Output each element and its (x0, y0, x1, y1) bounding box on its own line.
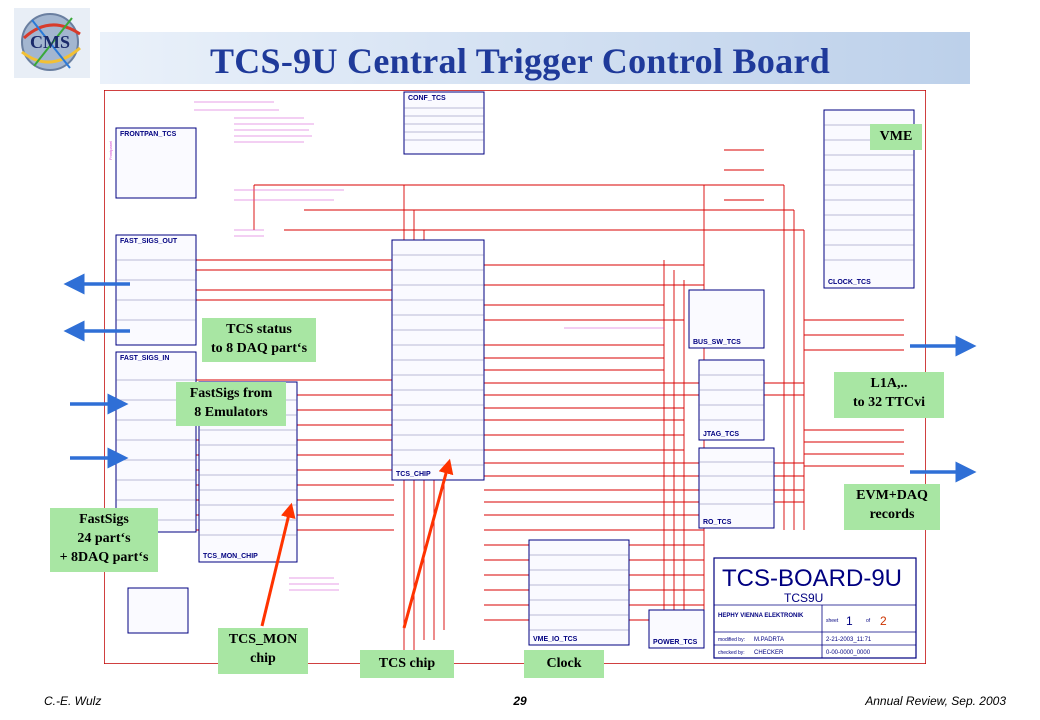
label-tcs-chip: TCS_CHIP (396, 471, 431, 478)
callout-evm-daq: EVM+DAQ records (844, 484, 940, 530)
svg-text:of: of (866, 618, 871, 624)
block-jtag (698, 359, 765, 441)
title-block: TCS-BOARD-9U TCS9U HEPHY VIENNA ELEKTRON… (713, 557, 917, 659)
callout-tcs-status-line-2: to 8 DAQ part‘s (210, 341, 308, 356)
footer-event: Annual Review, Sep. 2003 (865, 694, 1006, 708)
footer-page-number: 29 (513, 694, 527, 708)
label-bus-sw: BUS_SW_TCS (693, 339, 741, 346)
callout-l1a: L1A,.. to 32 TTCvi (834, 372, 944, 418)
svg-text:modified by:: modified by: (718, 637, 745, 643)
callout-fastsigs-emulators-line-1: FastSigs from (189, 386, 273, 401)
title-block-checked-date: 0-00-0000_0000 (826, 650, 871, 656)
schematic-diagram: Frontpanel (104, 90, 926, 664)
callout-evm-daq-line-2: records (869, 507, 915, 522)
svg-text:CMS: CMS (30, 32, 70, 52)
block-power (648, 609, 705, 649)
footer-author: C.-E. Wulz (44, 694, 102, 708)
label-fast-sigs-in: FAST_SIGS_IN (120, 355, 169, 362)
label-clock: VME_IO_TCS (533, 636, 578, 643)
title-block-name: TCS-BOARD-9U (722, 565, 902, 592)
title-block-checker: CHECKER (754, 650, 784, 656)
callout-l1a-line-1: L1A,.. (870, 376, 908, 391)
callout-clock-line-1: Clock (546, 656, 582, 671)
callout-tcs-chip-line-1: TCS chip (378, 656, 436, 671)
title-block-sheet: 1 (846, 614, 853, 628)
cms-logo: CMS (14, 8, 90, 78)
block-ro (698, 447, 775, 529)
callout-tcs-mon: TCS_MON chip (218, 628, 308, 674)
label-ro: RO_TCS (703, 519, 732, 526)
title-block-modified: M.PADRTA (754, 637, 784, 643)
callout-tcs-mon-line-2: chip (250, 651, 276, 666)
callout-fastsigs-emulators-line-2: 8 Emulators (194, 405, 268, 420)
callout-vme-line-1: VME (879, 129, 913, 144)
label-jtag: JTAG_TCS (703, 431, 739, 438)
label-power: POWER_TCS (653, 639, 698, 646)
callout-clock: Clock (524, 650, 604, 678)
callout-fastsigs-parts-line-2: 24 part‘s (77, 531, 131, 546)
block-conf (403, 91, 485, 155)
block-fp-io (127, 587, 189, 634)
block-fast-sigs-out (115, 234, 197, 346)
callout-tcs-chip: TCS chip (360, 650, 454, 678)
label-fast-sigs-out: FAST_SIGS_OUT (120, 238, 178, 245)
callout-evm-daq-line-1: EVM+DAQ (856, 488, 928, 503)
callout-vme: VME (870, 124, 922, 150)
block-clock (528, 539, 630, 646)
title-bar (100, 32, 970, 84)
block-frontpan (115, 127, 197, 199)
svg-text:Frontpanel: Frontpanel (108, 141, 113, 160)
label-vme-io: CLOCK_TCS (828, 279, 871, 286)
title-block-date: 2-21-2003_11:71 (826, 637, 872, 643)
callout-tcs-status-line-1: TCS status (226, 322, 292, 337)
block-bus-sw (688, 289, 765, 349)
callout-fastsigs-parts: FastSigs 24 part‘s + 8DAQ part‘s (50, 508, 158, 572)
title-block-org: HEPHY VIENNA ELEKTRONIK (718, 613, 804, 619)
svg-text:sheet: sheet (826, 618, 839, 624)
callout-fastsigs-emulators: FastSigs from 8 Emulators (176, 382, 286, 426)
callout-fastsigs-parts-line-3: + 8DAQ part‘s (59, 550, 149, 565)
label-tcs-mon-chip: TCS_MON_CHIP (203, 553, 258, 560)
callout-tcs-status: TCS status to 8 DAQ part‘s (202, 318, 316, 362)
label-conf: CONF_TCS (408, 95, 446, 102)
slide-title: TCS-9U Central Trigger Control Board (209, 41, 831, 81)
callout-tcs-mon-line-1: TCS_MON (228, 632, 298, 647)
callout-l1a-line-2: to 32 TTCvi (852, 395, 926, 410)
label-frontpan: FRONTPAN_TCS (120, 131, 177, 138)
callout-fastsigs-parts-line-1: FastSigs (79, 512, 129, 527)
svg-text:checked by:: checked by: (718, 650, 745, 656)
title-block-of: 2 (880, 614, 887, 628)
title-block-sub: TCS9U (784, 591, 823, 605)
block-fast-sigs-in (115, 351, 197, 533)
